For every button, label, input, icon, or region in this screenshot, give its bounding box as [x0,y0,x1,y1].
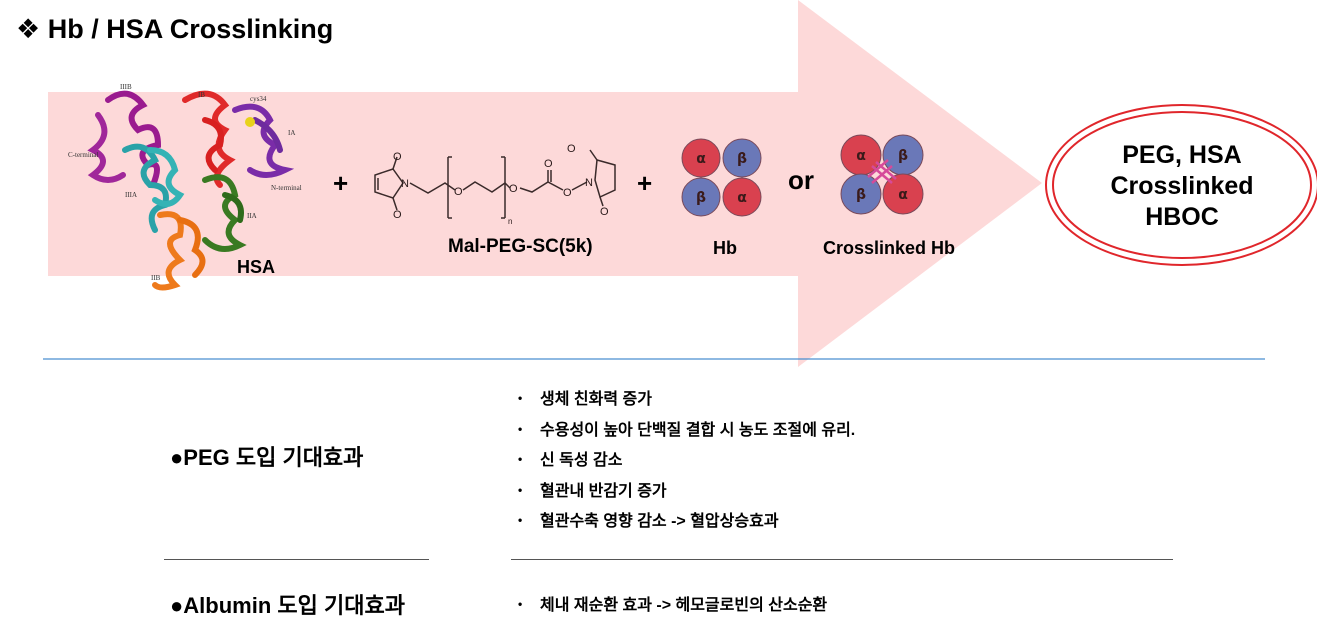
diamond-bullet-icon: ❖ [16,14,41,44]
plus-sign: + [333,168,349,198]
atom-o: O [600,206,609,218]
atom-o: O [544,158,553,170]
list-item: •수용성이 높아 단백질 결합 시 농도 조절에 유리. [518,421,856,439]
list-item: •혈관수축 영향 감소 -> 혈압상승효과 [518,513,779,530]
subscript-n: n [508,217,512,226]
atom-n: N [585,177,593,189]
xhb-subunit-beta: β [898,148,908,164]
peg-label: Mal-PEG-SC(5k) [448,236,593,257]
svg-text:C-terminal: C-terminal [68,151,98,159]
list-item: •혈관내 반감기 증가 [518,482,667,500]
svg-text:N-terminal: N-terminal [271,184,302,192]
svg-text:cys34: cys34 [250,95,267,103]
svg-text:IIIA: IIIA [125,191,137,199]
xhb-subunit-alpha: α [898,187,908,203]
list-item: •생체 친화력 증가 [518,391,652,408]
slide-title: ❖ Hb / HSA Crosslinking [16,14,334,44]
atom-o: O [393,151,402,163]
section-divider [164,559,429,560]
peg-effects-heading: ●PEG 도입 기대효과 [170,445,364,470]
svg-text:IA: IA [288,129,295,137]
result-text: PEG, HSA Crosslinked HBOC [1110,141,1254,231]
atom-o: O [567,143,576,155]
hb-tetramer [681,138,762,217]
atom-o: O [563,187,572,199]
albumin-effects-heading: ●Albumin 도입 기대효과 [170,593,405,618]
svg-text:IB: IB [198,91,205,99]
xhb-subunit-alpha: α [856,148,866,164]
svg-text:IIB: IIB [151,274,161,282]
mal-peg-sc-structure [374,0,616,218]
hsa-protein-structure [87,90,295,291]
list-item: •신 독성 감소 [518,452,623,469]
svg-text:IIA: IIA [247,212,257,220]
hb-label: Hb [713,238,737,258]
atom-o: O [393,209,402,221]
hb-subunit-alpha: α [737,190,747,206]
hb-subunit-beta: β [696,190,706,206]
svg-text:IIIB: IIIB [120,83,132,91]
list-item: •체내 재순환 효과 -> 헤모글로빈의 산소순환 [518,597,828,614]
crosslinked-hb-label: Crosslinked Hb [823,238,956,258]
atom-o: O [509,183,518,195]
hsa-label: HSA [237,257,276,277]
plus-sign: + [637,168,653,198]
peg-effects-list: •생체 친화력 증가 •수용성이 높아 단백질 결합 시 농도 조절에 유리. … [518,385,855,538]
result-ellipse [1045,104,1317,266]
atom-n: N [401,178,409,190]
section-divider [511,559,1173,560]
hb-subunit-alpha: α [696,151,706,167]
or-label: or [788,165,814,195]
xhb-subunit-beta: β [856,187,866,203]
hb-subunit-beta: β [737,151,747,167]
albumin-effects-list: •체내 재순환 효과 -> 헤모글로빈의 산소순환 [518,591,827,622]
atom-o: O [454,186,463,198]
crosslinked-hb-tetramer [840,134,924,215]
